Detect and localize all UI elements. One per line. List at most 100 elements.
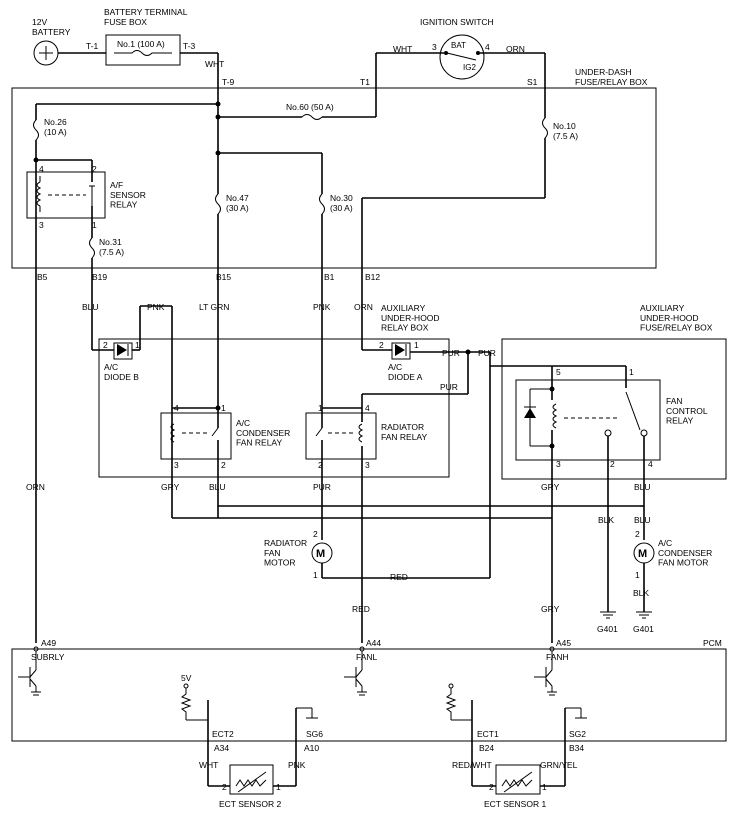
fan-relay-pin4: 4 — [648, 459, 653, 469]
b15-terminal: B15 — [216, 272, 231, 282]
a10-terminal: A10 — [304, 743, 319, 753]
orn-wire: ORN — [354, 302, 373, 312]
ect1-label: ECT1 — [477, 729, 499, 739]
a34-terminal: A34 — [214, 743, 229, 753]
wht-wire-a: WHT — [205, 59, 224, 69]
bat-label: BAT — [451, 41, 466, 50]
ig2-label: IG2 — [463, 63, 476, 72]
fuse26-label: No.26(10 A) — [44, 117, 67, 137]
fuse10-label: No.10(7.5 A) — [553, 121, 578, 141]
ect-sensor-2 — [229, 764, 274, 795]
cond-motor-pin2: 2 — [635, 529, 640, 539]
battery-fusebox — [105, 34, 181, 66]
pur-wire-2: PUR — [478, 348, 496, 358]
b19-terminal: B19 — [92, 272, 107, 282]
pur-wire-1: PUR — [442, 348, 460, 358]
ign-pin3: 3 — [432, 42, 437, 52]
pnk-wire: PNK — [147, 302, 165, 312]
pnk-wire-b1: PNK — [313, 302, 331, 312]
a49-terminal: A49 — [41, 638, 56, 648]
subrly-label: SUBRLY — [31, 652, 65, 662]
ect1-pin2: 2 — [489, 782, 494, 792]
g401-label-a: G401 — [597, 624, 618, 634]
pcm-box — [11, 648, 727, 742]
sg6-label: SG6 — [306, 729, 323, 739]
cond-relay-pin1: 1 — [221, 403, 226, 413]
fanh-label: FANH — [546, 652, 569, 662]
fuse60-label: No.60 (50 A) — [286, 102, 334, 112]
red-wire-1: RED — [390, 572, 408, 582]
fan-relay-pin5: 5 — [556, 367, 561, 377]
pur-wire-3: PUR — [440, 382, 458, 392]
af-pin1: 1 — [92, 220, 97, 230]
rad-relay-pin1: 1 — [318, 403, 323, 413]
gry-wire-2: GRY — [541, 482, 560, 492]
af-pin2: 2 — [92, 164, 97, 174]
g401-label-b: G401 — [633, 624, 654, 634]
cond-relay-pin3: 3 — [174, 460, 179, 470]
rad-relay-pin3: 3 — [365, 460, 370, 470]
blu-wire-4: BLU — [634, 515, 651, 525]
fuse30-label: No.30(30 A) — [330, 193, 353, 213]
b5-terminal: B5 — [37, 272, 48, 282]
s1-terminal: S1 — [527, 77, 538, 87]
t9-label: T-9 — [222, 77, 235, 87]
b1-terminal: B1 — [324, 272, 335, 282]
ect2-pnk-wire: PNK — [288, 760, 306, 770]
a45-terminal: A45 — [556, 638, 571, 648]
ac-condenser-fan-relay — [160, 412, 232, 460]
b12-terminal: B12 — [365, 272, 380, 282]
rad-motor-pin1: 1 — [313, 570, 318, 580]
pur-wire-4: PUR — [313, 482, 331, 492]
diode-a-pin1: 1 — [414, 340, 419, 350]
fan-control-relay — [515, 379, 661, 461]
red-wire-2: RED — [352, 604, 370, 614]
rad-motor-pin2: 2 — [313, 529, 318, 539]
radiator-motor-m: M — [316, 548, 325, 560]
5v-label: 5V — [181, 673, 192, 683]
fuse31-label: No.31(7.5 A) — [99, 237, 124, 257]
ignition-switch — [439, 34, 485, 80]
fan-relay-pin3: 3 — [556, 459, 561, 469]
blu-wire-2: BLU — [209, 482, 226, 492]
radiator-fan-relay — [305, 412, 377, 460]
underdash-box — [11, 87, 657, 269]
aux-relay-box — [98, 338, 450, 478]
ltgrn-wire: LT GRN — [199, 302, 229, 312]
transistor-subrly — [18, 646, 41, 696]
diode-a-pin2: 2 — [379, 340, 384, 350]
b24-terminal: B24 — [479, 743, 494, 753]
ect-sensor-1-label: ECT SENSOR 1 — [484, 799, 546, 809]
fan-relay-pin2: 2 — [610, 459, 615, 469]
ignition-title: IGNITION SWITCH — [420, 17, 494, 27]
diode-a — [391, 342, 411, 360]
af-pin3: 3 — [39, 220, 44, 230]
af-pin4: 4 — [39, 164, 44, 174]
ground-g401-a — [600, 611, 616, 619]
ect2-pin2: 2 — [222, 782, 227, 792]
t1-label: T-1 — [86, 41, 99, 51]
ect2-wht-wire: WHT — [199, 760, 218, 770]
orn-wire-left: ORN — [26, 482, 45, 492]
condenser-motor-m: M — [638, 548, 647, 560]
sg2-label: SG2 — [569, 729, 586, 739]
diode-b — [113, 342, 133, 360]
fan-relay-pin1: 1 — [629, 367, 634, 377]
ect-sensor-2-label: ECT SENSOR 2 — [219, 799, 281, 809]
t3-label: T-3 — [183, 41, 196, 51]
blu-wire-3: BLU — [634, 482, 651, 492]
diode-b-pin1: 1 — [135, 340, 140, 350]
aux-fuse-relay-box — [501, 338, 727, 480]
blk-wire-1: BLK — [598, 515, 614, 525]
